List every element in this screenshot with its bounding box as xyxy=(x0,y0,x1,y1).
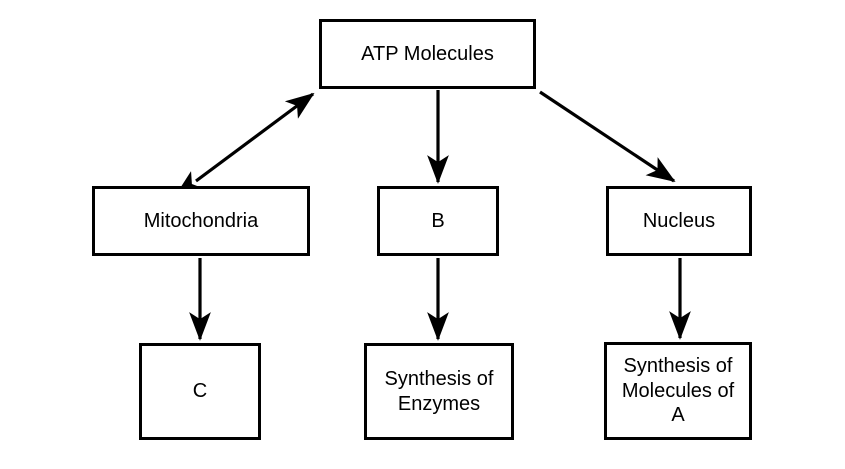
node-nucleus[interactable]: Nucleus xyxy=(606,186,752,256)
edge-atp-mitochondria xyxy=(174,92,315,198)
node-b[interactable]: B xyxy=(377,186,499,256)
edge-atp-nucleus xyxy=(539,90,676,183)
node-synthesis-of-enzymes[interactable]: Synthesis of Enzymes xyxy=(364,343,514,440)
node-mitochondria[interactable]: Mitochondria xyxy=(92,186,310,256)
node-c[interactable]: C xyxy=(139,343,261,440)
node-atp-molecules[interactable]: ATP Molecules xyxy=(319,19,536,89)
node-synthesis-of-molecules-of-a[interactable]: Synthesis of Molecules of A xyxy=(604,342,752,440)
